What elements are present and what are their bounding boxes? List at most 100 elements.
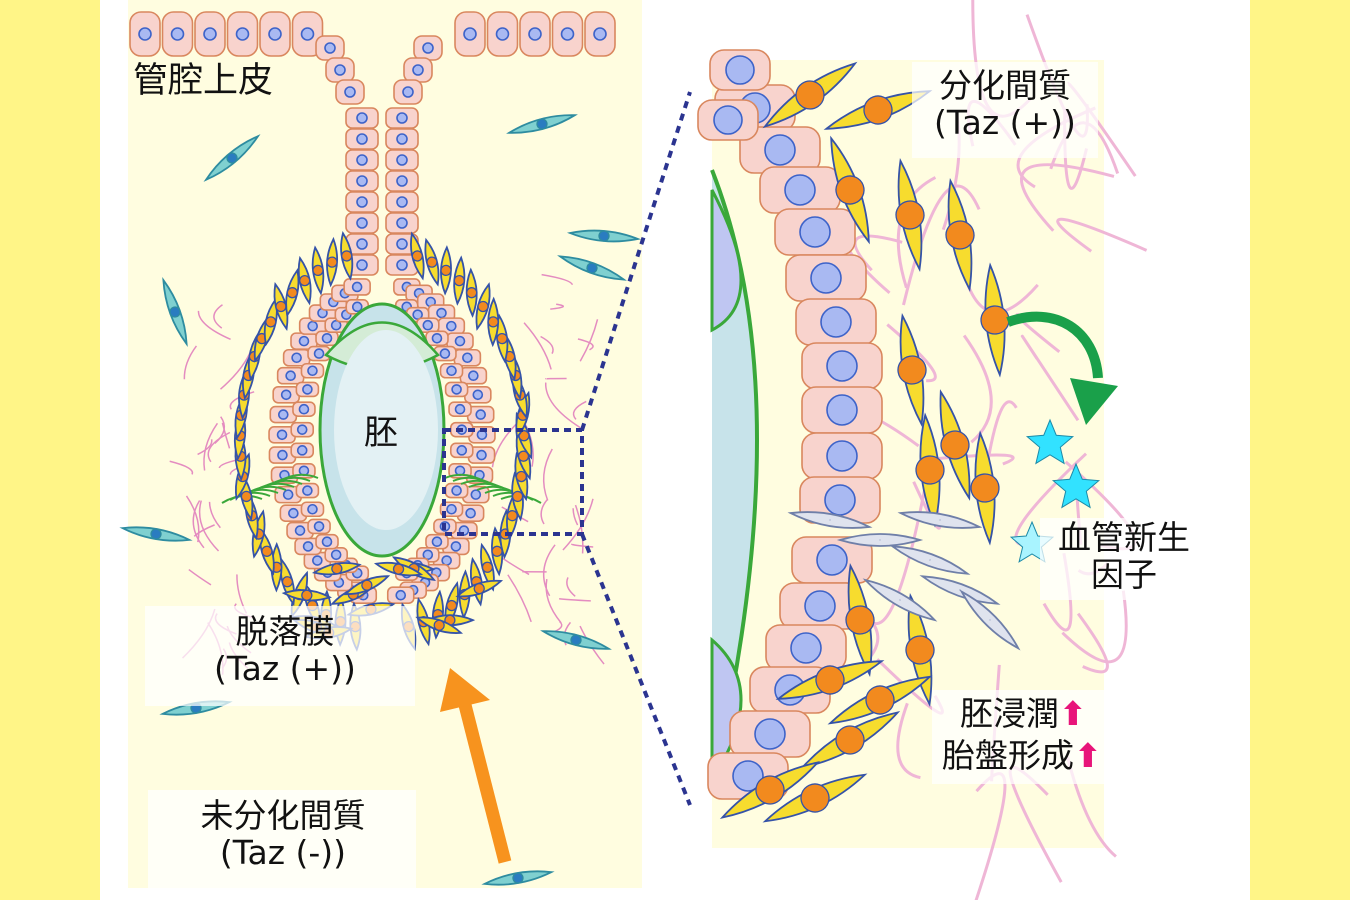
epithelial-cell xyxy=(385,191,419,213)
epithelial-cell xyxy=(739,126,821,174)
epithelial-cell xyxy=(449,442,474,459)
epithelial-cell xyxy=(307,518,331,535)
epithelial-cell xyxy=(385,149,419,171)
star-icon xyxy=(1051,462,1101,509)
epithelial-cell xyxy=(325,57,355,83)
stromal-cell xyxy=(465,267,478,318)
stromal-cell xyxy=(557,255,627,281)
stromal-cell xyxy=(939,389,971,501)
epithelial-cell xyxy=(486,11,519,57)
epithelial-cell xyxy=(801,342,883,390)
arrow-up-icon xyxy=(440,668,512,864)
stromal-cell xyxy=(311,562,362,576)
epithelial-cell xyxy=(298,317,327,335)
epithelial-cell xyxy=(393,79,423,105)
stromal-cell xyxy=(959,589,1021,651)
epithelial-cell xyxy=(274,485,302,504)
stromal-cell xyxy=(762,61,858,129)
star-icon xyxy=(1025,418,1075,465)
stromal-cell xyxy=(799,711,901,769)
stromal-cell xyxy=(340,231,354,281)
stromal-cell xyxy=(897,511,983,529)
epithelial-cell xyxy=(385,128,419,150)
stromal-cell xyxy=(311,245,325,296)
epithelial-cell xyxy=(464,385,492,404)
stromal-cell xyxy=(440,245,452,296)
stromal-cell xyxy=(455,579,504,598)
epithelial-cell xyxy=(345,170,379,192)
epithelial-cell xyxy=(286,521,314,540)
stromal-cell xyxy=(787,511,873,529)
stromal-cell xyxy=(424,237,440,287)
stromal-cell xyxy=(487,296,500,348)
stromal-cell xyxy=(540,630,612,650)
stromal-cell xyxy=(945,177,975,293)
epithelial-cell xyxy=(345,107,379,129)
stromal-cell xyxy=(453,255,466,306)
stromal-cell xyxy=(970,430,1000,546)
epithelial-cell xyxy=(759,166,841,214)
epithelial-cell xyxy=(385,212,419,234)
epithelial-cell xyxy=(345,212,379,234)
epithelial-cell xyxy=(779,582,861,630)
epithelial-cell xyxy=(519,11,551,57)
embryo-invasion-label: 胚浸潤⬆ xyxy=(960,694,1087,733)
embryo-label: 胚 xyxy=(364,413,398,453)
epithelial-cell xyxy=(433,345,457,362)
epithelial-cell xyxy=(454,11,486,57)
stromal-cell xyxy=(830,135,870,245)
stromal-cell xyxy=(862,578,938,622)
epithelial-cell xyxy=(295,482,320,499)
epithelial-cell xyxy=(335,79,365,105)
epithelial-cell xyxy=(468,426,496,444)
epithelial-cell xyxy=(774,208,856,256)
stromal-cell xyxy=(762,773,868,823)
right-embryo xyxy=(710,169,759,791)
stromal-cell xyxy=(480,542,495,592)
stromal-cell xyxy=(845,562,875,678)
epithelial-cell xyxy=(459,366,488,385)
up-arrow-icon: ⬆ xyxy=(1074,736,1102,775)
decidua-label: 脱落膜 (Taz (+)) xyxy=(214,612,356,688)
stromal-cell xyxy=(343,575,391,596)
epithelial-cell xyxy=(276,366,305,385)
stromal-cell xyxy=(775,660,885,700)
epithelial-cell xyxy=(386,586,415,605)
up-arrow-icon: ⬆ xyxy=(1059,694,1087,733)
epithelial-cell xyxy=(345,191,379,213)
left-epithelium xyxy=(129,11,616,605)
stromal-cell xyxy=(836,533,924,547)
right-stromal-cells xyxy=(719,61,1021,823)
stromal-cell xyxy=(475,282,491,331)
stromal-cell xyxy=(273,282,289,331)
epithelial-cell xyxy=(290,332,318,350)
stromal-cell xyxy=(915,412,945,528)
stromal-cell xyxy=(281,589,332,602)
stromal-cell xyxy=(410,231,425,281)
epithelial-cell xyxy=(194,11,226,57)
lumen-epithelium-label: 管腔上皮 xyxy=(133,61,274,101)
stromal-cell xyxy=(506,114,578,134)
epithelial-cell xyxy=(448,401,472,418)
epithelial-cell xyxy=(324,546,348,563)
epithelial-cell xyxy=(345,128,379,150)
epithelial-cell xyxy=(259,11,291,57)
epithelial-cell xyxy=(765,624,847,672)
diff-stroma-label: 分化間質 (Taz (+)) xyxy=(934,66,1076,142)
epithelial-cell xyxy=(801,386,883,434)
epithelial-cell xyxy=(315,35,345,61)
epithelial-cell xyxy=(295,381,320,398)
epithelial-cell xyxy=(801,432,883,480)
stromal-cell xyxy=(481,870,555,886)
epithelial-cell xyxy=(697,99,759,141)
stromal-cell xyxy=(895,157,925,273)
stromal-cell xyxy=(297,255,312,306)
epithelial-cell xyxy=(439,501,464,518)
epithelial-cell xyxy=(785,254,867,302)
epithelial-cell xyxy=(343,278,371,296)
epithelial-cell xyxy=(315,330,339,347)
left-embryo xyxy=(221,302,542,558)
epithelial-cell xyxy=(439,362,464,379)
